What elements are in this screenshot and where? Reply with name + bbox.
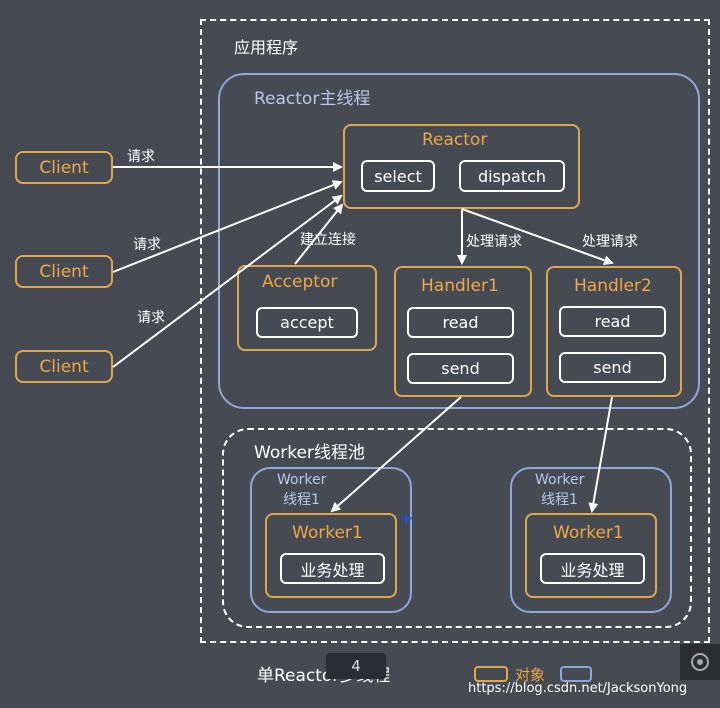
worker-thread-label-2a: Worker: [535, 472, 585, 488]
worker-thread-box-1: [250, 467, 412, 613]
legend-thread-swatch: [560, 666, 592, 682]
client-label-1: Client: [39, 157, 89, 178]
worker-task-1: 业务处理: [280, 553, 385, 584]
handler2-send-op: send: [559, 352, 666, 383]
accept-op-label: accept: [280, 313, 334, 332]
corner-widget: [680, 644, 720, 680]
application-label: 应用程序: [234, 38, 299, 57]
handler2-title: Handler2: [574, 276, 652, 296]
worker-title-1: Worker1: [292, 523, 363, 543]
reactor-title: Reactor: [422, 130, 488, 150]
legend-object-swatch: [474, 666, 508, 682]
application-boundary: [200, 19, 710, 643]
handler1-read-op: read: [407, 307, 514, 338]
request-label-2: 请求: [133, 237, 161, 253]
handler1-title: Handler1: [421, 276, 499, 296]
handler2-box: [546, 266, 682, 397]
reactor-main-thread-box: [218, 73, 700, 409]
worker-title-2: Worker1: [553, 523, 624, 543]
handler2-edge-label: 处理请求: [582, 234, 638, 250]
arrow-handler1-worker1: [330, 396, 462, 513]
footer-overlay-badge: 4: [326, 653, 386, 679]
worker-task-label-1: 业务处理: [300, 560, 365, 580]
worker-thread-label-2b: 线程1: [541, 492, 578, 508]
arrow-handler2-worker2: [588, 396, 613, 513]
acceptor-title: Acceptor: [262, 272, 338, 292]
client-box-1: Client: [15, 151, 113, 184]
arrow-client3-reactor: [112, 194, 343, 368]
handler2-read-op: read: [559, 306, 666, 337]
dispatch-op-label: dispatch: [477, 166, 547, 186]
dispatch-op: dispatch: [459, 160, 565, 192]
arrow-client2-reactor: [112, 180, 343, 273]
worker-task-label-2: 业务处理: [560, 560, 625, 580]
client-box-2: Client: [15, 255, 113, 288]
handler2-read-label: read: [594, 312, 631, 331]
handler1-box: [394, 266, 532, 397]
worker-box-2: [525, 513, 657, 598]
worker-pool-box: [222, 428, 692, 628]
select-op-label: select: [374, 166, 422, 186]
handler1-send-op: send: [407, 353, 514, 384]
request-label-1: 请求: [127, 149, 155, 165]
legend-object-label: 对象: [515, 666, 546, 684]
reactor-main-thread-label: Reactor主线程: [254, 89, 371, 109]
acceptor-edge-label: 建立连接: [300, 232, 356, 248]
worker-task-2: 业务处理: [540, 553, 645, 584]
reactor-box: [343, 124, 580, 209]
accept-op: accept: [256, 307, 358, 338]
record-icon: [691, 653, 709, 671]
select-op: select: [361, 160, 435, 192]
handler2-send-label: send: [593, 358, 632, 377]
client-label-2: Client: [39, 261, 89, 282]
client-label-3: Client: [39, 356, 89, 377]
handler1-read-label: read: [442, 313, 479, 332]
footer-title-prefix: 单Reactor: [257, 666, 340, 686]
worker-pool-label: Worker线程池: [254, 443, 365, 463]
handler1-edge-label: 处理请求: [466, 234, 522, 250]
worker-thread-label-1a: Worker: [277, 472, 327, 488]
handler1-send-label: send: [441, 359, 480, 378]
worker-thread-box-2: [510, 467, 672, 613]
watermark: https://blog.csdn.net/JacksonYong: [468, 681, 688, 696]
worker-thread-label-1b: 线程1: [283, 492, 320, 508]
arrow-acceptor-reactor: [294, 203, 344, 265]
acceptor-box: [237, 265, 377, 351]
arrow-reactor-handler2: [461, 208, 614, 265]
plus-cursor-icon: +: [399, 509, 414, 529]
footer-overlay-text: 4: [351, 657, 361, 675]
worker-box-1: [265, 513, 397, 598]
request-label-3: 请求: [137, 310, 165, 326]
client-box-3: Client: [15, 350, 113, 383]
